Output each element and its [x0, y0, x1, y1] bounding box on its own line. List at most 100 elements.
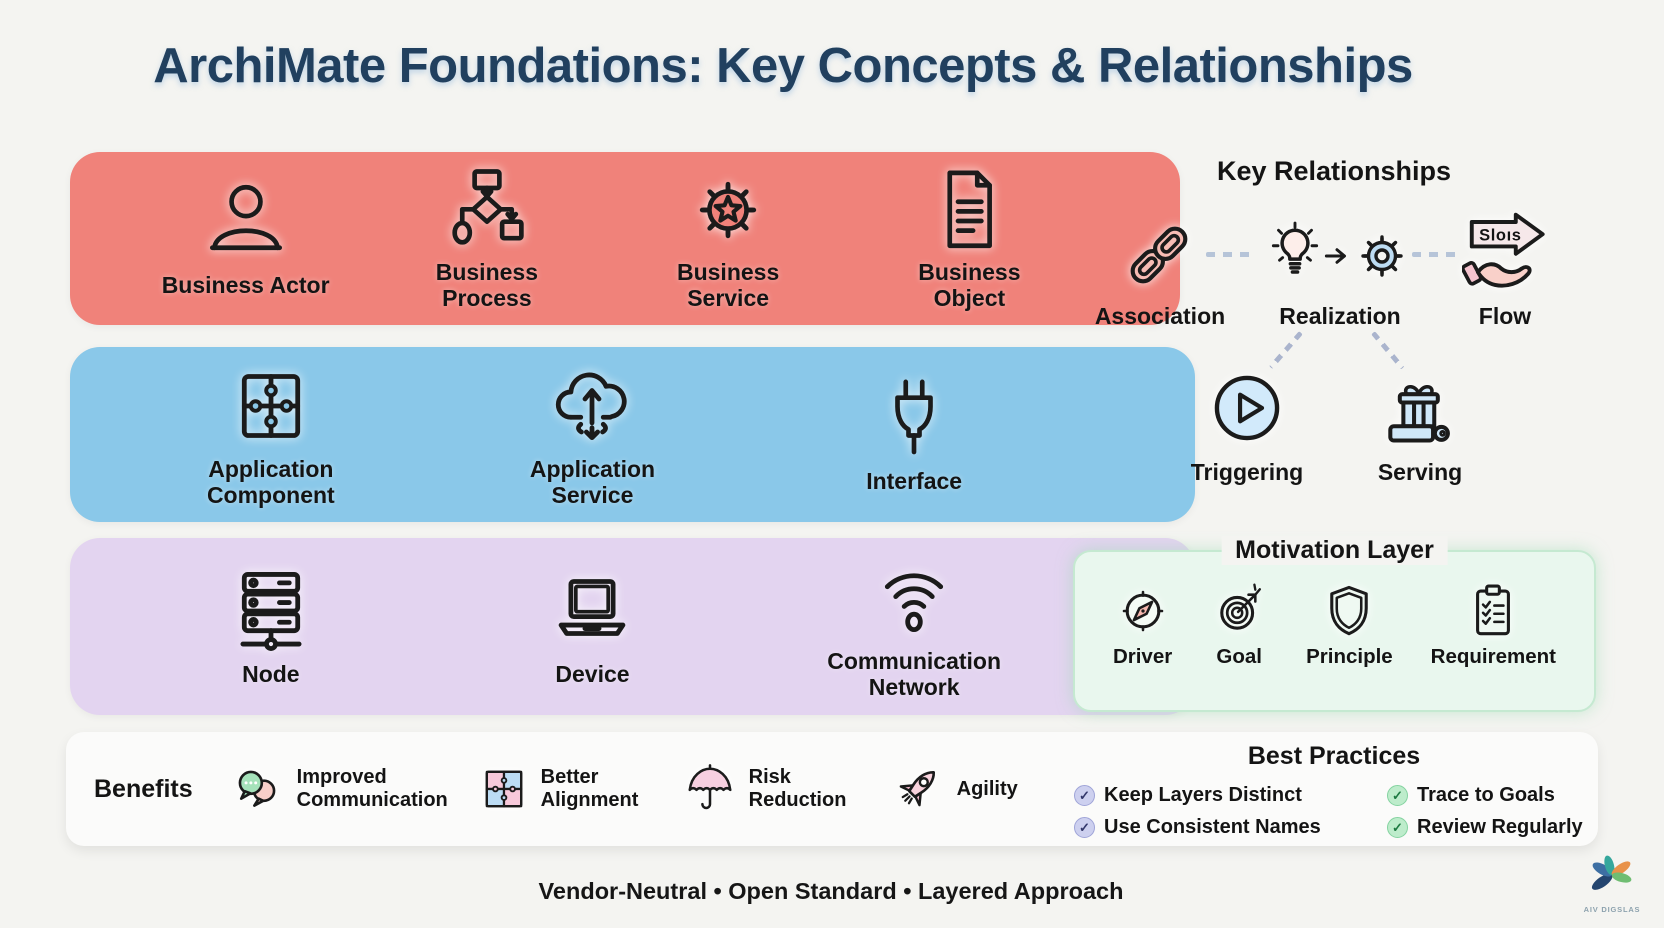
best-practice-label: Keep Layers Distinct: [1104, 784, 1302, 806]
motivation-item-label: Requirement: [1430, 645, 1556, 668]
server-icon: [240, 571, 302, 651]
check-circle-icon: ✓: [1387, 785, 1408, 806]
band-item-label: Application Component: [206, 455, 335, 508]
best-practice-label: Review Regularly: [1417, 816, 1583, 838]
business-object-item: Business Object: [879, 166, 1059, 312]
shield-icon: [1330, 585, 1369, 636]
node-item: Node: [181, 566, 361, 688]
application-layer-band: Application Component Application Servic…: [70, 347, 1195, 522]
technology-layer-band: Node Device Communication Network: [70, 538, 1195, 715]
check-circle-icon: ✓: [1387, 817, 1408, 838]
principle-item: Principle: [1306, 582, 1393, 669]
gear-star-icon: [699, 181, 757, 238]
benefit-label: Improved Communication: [296, 766, 448, 811]
application-service-item: Application Service: [502, 361, 682, 509]
arrow-right-icon: [1324, 248, 1346, 264]
page-title: ArchiMate Foundations: Key Concepts & Re…: [153, 39, 1413, 93]
best-practices-title: Best Practices: [1247, 742, 1421, 770]
agility-item: Agility: [889, 761, 1018, 817]
flowchart-icon: [452, 168, 524, 245]
cloud-arrows-icon: [556, 372, 628, 440]
requirement-item: Requirement: [1431, 582, 1556, 669]
band-item-label: Business Process: [435, 258, 538, 311]
communication-network-item: Communication Network: [824, 553, 1004, 701]
benefits-best-practices-band: Benefits Improved Communication: [66, 732, 1598, 846]
wifi-icon: [885, 573, 944, 632]
dashed-connector-diagonal: [1269, 331, 1303, 370]
benefit-label: Better Alignment: [540, 766, 639, 811]
chat-bubbles-icon: [238, 770, 276, 807]
key-relationships-title: Key Relationships: [1216, 156, 1452, 186]
band-item-label: Interface: [866, 467, 963, 494]
band-item-label: Node: [242, 660, 300, 687]
document-icon: [947, 170, 993, 248]
best-practice-label: Use Consistent Names: [1104, 816, 1321, 838]
benefits-heading: Benefits: [94, 774, 193, 803]
brand-logo: AIV DIGSLAS: [1576, 850, 1648, 914]
band-item-label: Business Object: [918, 258, 1021, 311]
serving-label: Serving: [1377, 459, 1463, 485]
better-alignment-item: Better Alignment: [479, 764, 653, 814]
chain-icon: [1130, 226, 1188, 284]
umbrella-icon: [688, 764, 732, 810]
plug-icon: [895, 379, 933, 454]
realization-label: Realization: [1279, 303, 1401, 329]
brand-logo-text: AIV DIGSLAS: [1583, 905, 1641, 914]
improved-communication-item: Improved Communication: [229, 761, 449, 817]
band-item-label: Application Service: [529, 455, 656, 508]
device-item: Device: [502, 566, 682, 688]
benefit-label: Agility: [956, 777, 1018, 800]
target-arrow-icon: [1220, 583, 1262, 630]
band-item-label: Business Actor: [161, 271, 330, 298]
best-practice-item: ✓ Review Regularly: [1387, 816, 1583, 839]
motivation-layer-title: Motivation Layer: [1221, 536, 1448, 565]
motivation-items: Driver Goal Principle: [1075, 582, 1594, 669]
best-practice-item: ✓ Keep Layers Distinct: [1074, 784, 1359, 807]
interface-item: Interface: [824, 375, 1004, 495]
clipboard-check-icon: [1476, 584, 1511, 636]
lightbulb-icon: [1271, 221, 1319, 274]
band-item-label: Business Service: [676, 258, 780, 311]
puzzle-pieces-icon: [485, 770, 522, 808]
benefits-row: Benefits Improved Communication: [94, 732, 1018, 846]
play-circle-icon: [1214, 375, 1280, 441]
motivation-item-label: Goal: [1216, 645, 1262, 668]
band-item-label: Communication Network: [827, 647, 1002, 700]
business-layer-band: Business Actor Business Process Business…: [70, 152, 1180, 325]
check-circle-icon: ✓: [1074, 817, 1095, 838]
driver-item: Driver: [1113, 582, 1172, 669]
goal-item: Goal: [1210, 582, 1268, 669]
application-component-item: Application Component: [181, 361, 361, 509]
flow-label: Flow: [1478, 303, 1532, 329]
best-practice-item: ✓ Trace to Goals: [1387, 784, 1583, 807]
motivation-item-label: Principle: [1306, 645, 1393, 668]
business-service-item: Business Service: [638, 166, 818, 312]
risk-reduction-item: Risk Reduction: [683, 762, 859, 816]
best-practices-list: ✓ Keep Layers Distinct ✓ Trace to Goals …: [1074, 784, 1583, 839]
dashed-connector: [1412, 252, 1458, 257]
gift-tray-icon: [1388, 384, 1450, 443]
association-label: Association: [1094, 303, 1226, 329]
hand-arrow-sign-icon: Sloıs: [1462, 212, 1545, 288]
motivation-layer-box: Motivation Layer Driver Goal: [1073, 536, 1596, 712]
business-actor-item: Business Actor: [156, 179, 336, 299]
gear-icon: [1361, 235, 1403, 277]
laptop-icon: [559, 578, 626, 636]
footer-tagline: Vendor-Neutral • Open Standard • Layered…: [538, 878, 1124, 904]
dashed-connector: [1206, 252, 1254, 257]
motivation-item-label: Driver: [1112, 645, 1173, 668]
pinwheel-logo-icon: [1591, 855, 1632, 890]
best-practice-label: Trace to Goals: [1417, 784, 1555, 806]
business-process-item: Business Process: [397, 166, 577, 312]
band-item-label: Device: [555, 660, 630, 687]
person-icon: [209, 184, 282, 250]
rocket-icon: [899, 770, 935, 807]
compass-icon: [1122, 590, 1163, 632]
benefit-label: Risk Reduction: [748, 766, 847, 811]
dashed-connector-diagonal: [1371, 331, 1405, 370]
triggering-label: Triggering: [1190, 459, 1304, 485]
check-circle-icon: ✓: [1074, 785, 1095, 806]
best-practice-item: ✓ Use Consistent Names: [1074, 816, 1359, 839]
flow-sign-text: Sloıs: [1479, 226, 1522, 244]
